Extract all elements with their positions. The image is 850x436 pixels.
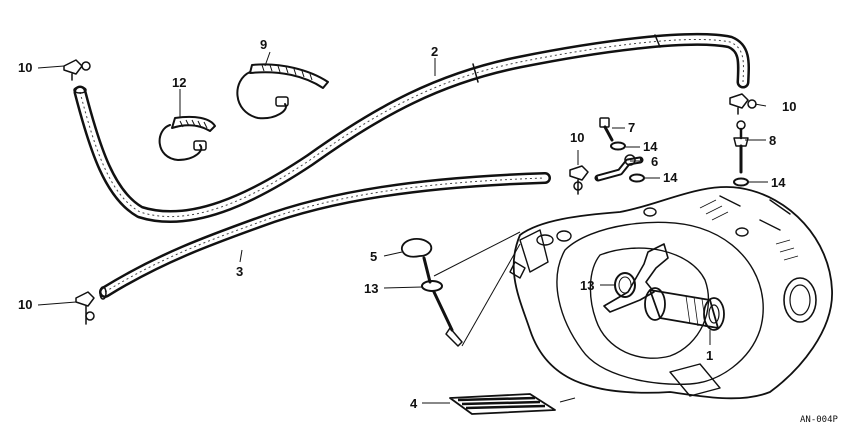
callout-9: 9 [260,37,267,52]
callout-3: 3 [236,264,243,279]
callout-1: 1 [706,348,713,363]
callout-5: 5 [370,249,377,264]
dipstick-5 [401,237,463,347]
callout-10b: 10 [782,99,796,114]
bolt-7 [599,117,614,142]
callout-leaders [37,51,768,404]
callout-10c: 10 [570,130,584,145]
hose-clamp-11 [158,115,216,161]
mainshaft-1 [644,287,725,331]
callout-12: 13 [364,281,378,296]
washer-14a [610,141,626,151]
callout-14c: 14 [771,175,786,190]
callout-14b: 14 [663,170,678,185]
oil-seal-13 [614,272,636,298]
cover-plate-4 [449,393,576,415]
callout-10a: 10 [18,60,32,75]
washer-14c [733,177,749,187]
diagram-code: AN-004P [800,415,839,425]
breather-hose-lower [99,172,551,300]
callout-7: 7 [628,120,635,135]
hose-clip-10b [729,93,757,115]
breather-bolt-8 [733,120,749,174]
breather-hose-upper [73,32,750,224]
o-ring-12 [421,280,443,292]
callout-6: 6 [651,154,658,169]
hose-clamp-9 [236,63,329,120]
callout-13: 13 [580,278,594,293]
callout-2: 2 [431,44,438,59]
callout-8: 8 [769,133,776,148]
hose-clip-10c [569,165,589,195]
hose-clip-10d [75,291,95,325]
shift-fork [603,243,669,313]
callout-4: 4 [410,396,418,411]
callout-11: 12 [172,75,186,90]
hose-clip-10a [63,59,91,81]
oil-seal-13-inner [618,276,632,294]
transmission-housing [509,186,833,400]
washer-14b [629,173,645,183]
callout-14a: 14 [643,139,658,154]
callout-10d: 10 [18,297,32,312]
